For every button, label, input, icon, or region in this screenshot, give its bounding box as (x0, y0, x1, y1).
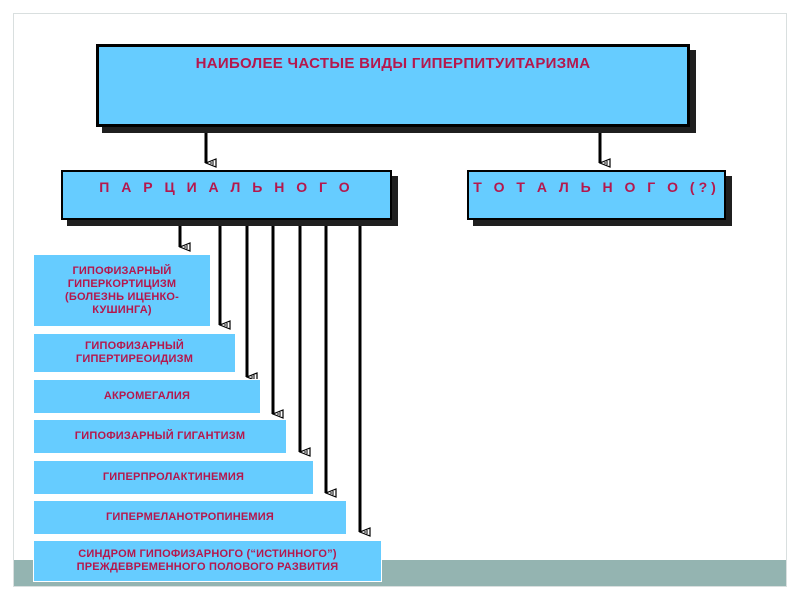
item-gigantism: ГИПОФИЗАРНЫЙ ГИГАНТИЗМ (33, 419, 287, 454)
item-hypermelanotropinemia: ГИПЕРМЕЛАНОТРОПИНЕМИЯ (33, 500, 347, 535)
slide-frame (13, 13, 787, 587)
item-hyperprolactinemia: ГИПЕРПРОЛАКТИНЕМИЯ (33, 460, 314, 495)
item-precocious-puberty: СИНДРОМ ГИПОФИЗАРНОГО (“ИСТИННОГО”) ПРЕЖ… (33, 540, 382, 582)
partial-category-box: П А Р Ц И А Л Ь Н О Г О (61, 170, 392, 220)
item-hypercorticism: ГИПОФИЗАРНЫЙ ГИПЕРКОРТИЦИЗМ (БОЛЕЗНЬ ИЦЕ… (33, 254, 211, 327)
title-box: НАИБОЛЕЕ ЧАСТЫЕ ВИДЫ ГИПЕРПИТУИТАРИЗМА (96, 44, 690, 127)
total-category-box: Т О Т А Л Ь Н О Г О (?) (467, 170, 726, 220)
item-acromegaly: АКРОМЕГАЛИЯ (33, 379, 261, 414)
item-hyperthyroidism: ГИПОФИЗАРНЫЙ ГИПЕРТИРЕОИДИЗМ (33, 333, 236, 373)
